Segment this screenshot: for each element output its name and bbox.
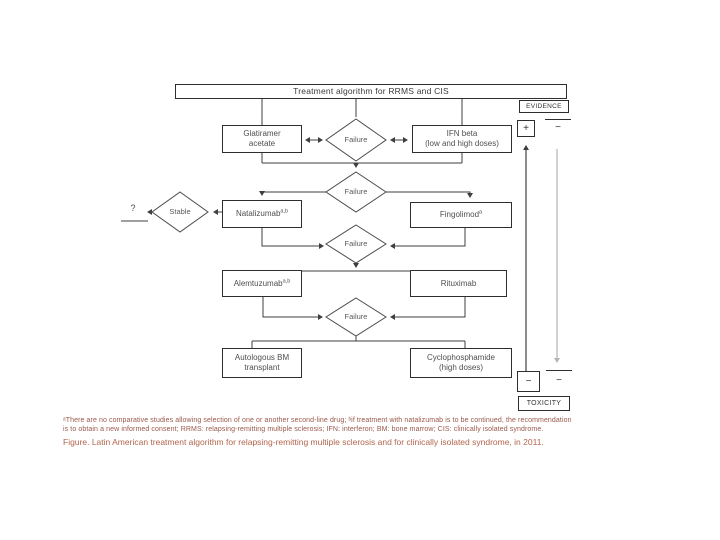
box-line: transplant [244,363,280,372]
failure-diamond-1 [325,118,387,162]
autologous-bm-transplant-box: Autologous BM transplant [222,348,302,378]
rituximab-box: Rituximab [410,270,507,297]
figure-caption: Figure. Latin American treatment algorit… [63,437,544,447]
evidence-header: EVIDENCE [519,100,569,113]
failure4-connector-lines [251,297,466,348]
title-text: Treatment algorithm for RRMS and CIS [293,86,449,97]
fingolimod-box: Fingolimoda [410,202,512,228]
box-line: (low and high doses) [425,139,499,148]
failure-diamond-2 [325,171,387,213]
footnote-marker: a,b [280,208,289,215]
box-line: (high doses) [438,363,484,372]
box-line: IFN beta [446,129,478,138]
stable-diamond [151,191,209,233]
drug-name: Alemtuzumab [233,278,283,288]
box-line: Rituximab [440,278,477,288]
scale-arrows [523,145,560,391]
natalizumab-box: Natalizumaba,b [222,200,302,228]
evidence-bottom-symbol: − [517,371,540,392]
decision-diamonds [151,118,387,337]
box-line: Natalizumaba,b [236,209,288,219]
failure3-connector-lines [261,228,466,272]
box-line: Glatiramer [243,129,281,138]
toxicity-bottom-symbol: − [546,370,572,391]
question-mark: ? [130,203,136,213]
row1-merge-lines [261,153,463,168]
footnote-marker: a [479,209,483,216]
box-line: acetate [248,139,276,148]
failure-diamond-3 [325,224,387,264]
alemtuzumab-box: Alemtuzumaba,b [222,270,302,297]
drug-name: Fingolimod [439,210,480,219]
title-box: Treatment algorithm for RRMS and CIS [175,84,567,99]
toxicity-top-symbol: − [545,119,571,136]
evidence-plus-symbol: + [517,120,535,137]
box-line: Cyclophosphamide [426,353,496,362]
toxicity-header: TOXICITY [518,396,570,411]
failure-diamond-4 [325,297,387,337]
glatiramer-acetate-box: Glatiramer acetate [222,125,302,153]
drug-name: Natalizumab [235,209,281,218]
box-line: Autologous BM [234,353,290,362]
footnote-marker: a,b [282,277,291,284]
box-line: Alemtuzumaba,b [233,277,291,289]
footnote-line-1: ᵃThere are no comparative studies allowi… [63,417,572,424]
title-drop-lines [261,99,463,125]
footnote-line-2: is to obtain a new informed consent; RRM… [63,426,544,433]
box-line: Fingolimoda [440,210,482,220]
failure2-branch-lines [259,191,473,198]
cyclophosphamide-box: Cyclophosphamide (high doses) [410,348,512,378]
ifn-beta-box: IFN beta (low and high doses) [412,125,512,153]
